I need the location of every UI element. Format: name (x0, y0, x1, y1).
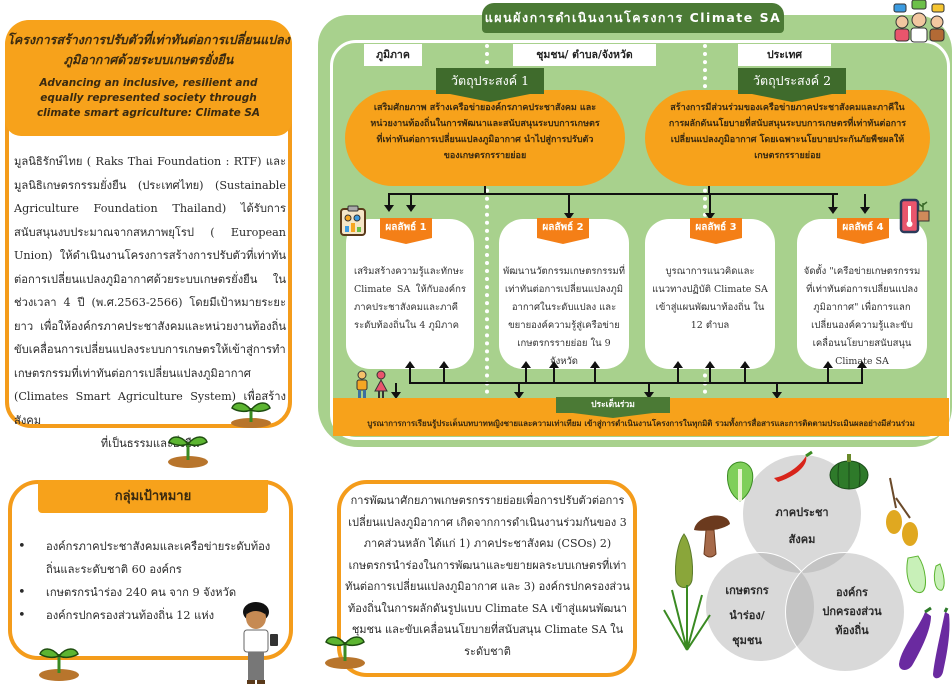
outcome-3-card (645, 219, 775, 369)
venn-label-line: ภาคประชา (775, 506, 829, 519)
target-group-title: กลุ่มเป้าหมาย (38, 480, 268, 513)
sprout-icon (325, 636, 365, 669)
connector-arrow (860, 194, 870, 214)
level-label-community: ชุมชน/ ตำบล/จังหวัด (513, 44, 656, 66)
project-subtitle: Advancing an inclusive, resilient and eq… (36, 77, 261, 119)
partnership-card (337, 480, 637, 677)
outcome-4-tag: ผลลัพธ์ 4 (837, 218, 889, 244)
connector-arrow (549, 361, 559, 383)
level-label-region: ภูมิภาค (364, 44, 422, 66)
diagram-title: แผนผังการดำเนินงานโครงการ Climate SA (482, 3, 784, 33)
target-group-item: องค์กรปกครองส่วนท้องถิ่น 12 แห่ง (18, 604, 278, 627)
cross-cutting-tag: ประเด็นร่วม (556, 397, 670, 418)
eggplant-icon (899, 606, 950, 679)
intro-header: โครงการสร้างการปรับตัวที่เท่าทันต่อการเป… (5, 20, 292, 136)
community-discussion-icon (893, 0, 945, 43)
connector-arrow (405, 361, 415, 383)
clipboard-chart-icon (340, 205, 366, 236)
farmer-person-icon (243, 602, 278, 684)
outcome-2-tag: ผลลัพธ์ 2 (537, 218, 589, 244)
connector-line (425, 382, 596, 384)
venn-label-line: ชุมชน (732, 634, 762, 647)
sprout-icon (39, 648, 79, 681)
connector-arrow (857, 361, 867, 383)
outcome-1-card (346, 219, 474, 369)
target-group-item: องค์กรภาคประชาสังคมและเครือข่ายระดับท้อง… (18, 535, 278, 581)
connector-arrow (384, 194, 394, 212)
lettuce-icon (727, 461, 754, 502)
venn-label-civil-society: ภาคประชา สังคม (752, 503, 852, 549)
sprout-icon (231, 402, 271, 428)
connector-arrow (521, 361, 531, 383)
papaya-icon (675, 533, 693, 588)
venn-circle-local-government (785, 552, 905, 672)
venn-label-line: องค์กร (836, 586, 868, 599)
connector-arrow (740, 361, 750, 383)
pumpkin-icon (829, 454, 869, 490)
venn-label-line: นำร่อง/ (729, 609, 765, 622)
outcome-1-text: เสริมสร้างความรู้และทักษะ Climate SA ให้… (354, 266, 466, 331)
connector-line (708, 186, 710, 194)
connector-arrow (705, 361, 715, 383)
connector-line (484, 186, 486, 194)
outcome-1-tag: ผลลัพธ์ 1 (380, 218, 432, 244)
connector-arrow (514, 383, 524, 399)
partnership-text: การพัฒนาศักยภาพเกษตรกรรายย่อยเพื่อการปรั… (345, 494, 630, 658)
connector-arrow (391, 383, 401, 399)
outcome-4-card (797, 219, 927, 369)
connector-line (388, 193, 838, 195)
outcome-2-text: พัฒนานวัตกรรมเกษตรกรรมที่เท่าทันต่อการเป… (503, 266, 625, 367)
outcome-2-card (499, 219, 629, 369)
man-woman-icon (356, 370, 388, 399)
outcome-3-tag: ผลลัพธ์ 3 (690, 218, 742, 244)
level-label-country: ประเทศ (738, 44, 831, 66)
connector-arrow (406, 194, 416, 212)
target-group-list: องค์กรภาคประชาสังคมและเครือข่ายระดับท้อง… (18, 535, 278, 627)
cross-cutting-text: บูรณาการการเรียนรู้ประเด็นบทบาทหญิงชายแล… (367, 419, 915, 428)
venn-label-line: ปกครองส่วน (822, 605, 882, 618)
project-title-line2: ภูมิอากาศด้วยระบบเกษตรยั่งยืน (63, 52, 234, 67)
project-title-line1: โครงการสร้างการปรับตัวที่เท่าทันต่อการเป… (7, 32, 290, 47)
mango-icon (886, 477, 918, 546)
outcome-4-text: จัดตั้ง "เครือข่ายเกษตรกรรมที่เท่าทันต่อ… (803, 266, 921, 367)
diagram-inner-frame (330, 40, 950, 440)
connector-line (744, 382, 863, 384)
target-group-item: เกษตรกรนำร่อง 240 คน จาก 9 จังหวัด (18, 581, 278, 604)
venn-label-line: สังคม (788, 533, 816, 546)
white-eggplant-icon (906, 555, 945, 594)
herb-plant-icon (663, 585, 711, 651)
intro-body: มูลนิธิรักษ์ไทย ( Raks Thai Foundation :… (14, 150, 286, 456)
thermometer-phone-icon (899, 198, 930, 234)
chili-pepper-icon (774, 450, 813, 482)
connector-arrow (828, 194, 838, 214)
connector-arrow (823, 361, 833, 383)
venn-label-line: เกษตรกร (725, 584, 769, 597)
objective-1-tag: วัตถุประสงค์ 1 (436, 68, 544, 102)
connector-arrow (564, 194, 574, 220)
venn-label-line: ท้องถิ่น (835, 624, 869, 637)
connector-arrow (772, 383, 782, 399)
intro-body-text: มูลนิธิรักษ์ไทย ( Raks Thai Foundation :… (14, 155, 286, 427)
sprout-icon (168, 436, 208, 468)
objective-2-tag: วัตถุประสงค์ 2 (738, 68, 846, 102)
connector-arrow (673, 361, 683, 383)
level-divider (485, 44, 489, 394)
connector-line (594, 382, 746, 384)
connector-arrow (590, 361, 600, 383)
connector-arrow (644, 383, 654, 399)
mushroom-icon (694, 515, 730, 558)
intro-body-last: ที่เป็นธรรมและยั่งยืน (100, 437, 200, 450)
outcome-3-text: บูรณาการแนวคิดและแนวทางปฏิบัติ Climate S… (652, 266, 768, 331)
objective-2-text: สร้างการมีส่วนร่วมของเครือข่ายภาคประชาสั… (645, 90, 930, 186)
connector-arrow (705, 194, 715, 220)
connector-arrow (439, 361, 449, 383)
venn-label-local-government: องค์กร ปกครองส่วน ท้องถิ่น (812, 583, 892, 640)
venn-label-farmers: เกษตรกร นำร่อง/ ชุมชน (712, 578, 782, 653)
objective-1-text: เสริมศักยภาพ สร้างเครือข่ายองค์กรภาคประช… (345, 90, 625, 186)
